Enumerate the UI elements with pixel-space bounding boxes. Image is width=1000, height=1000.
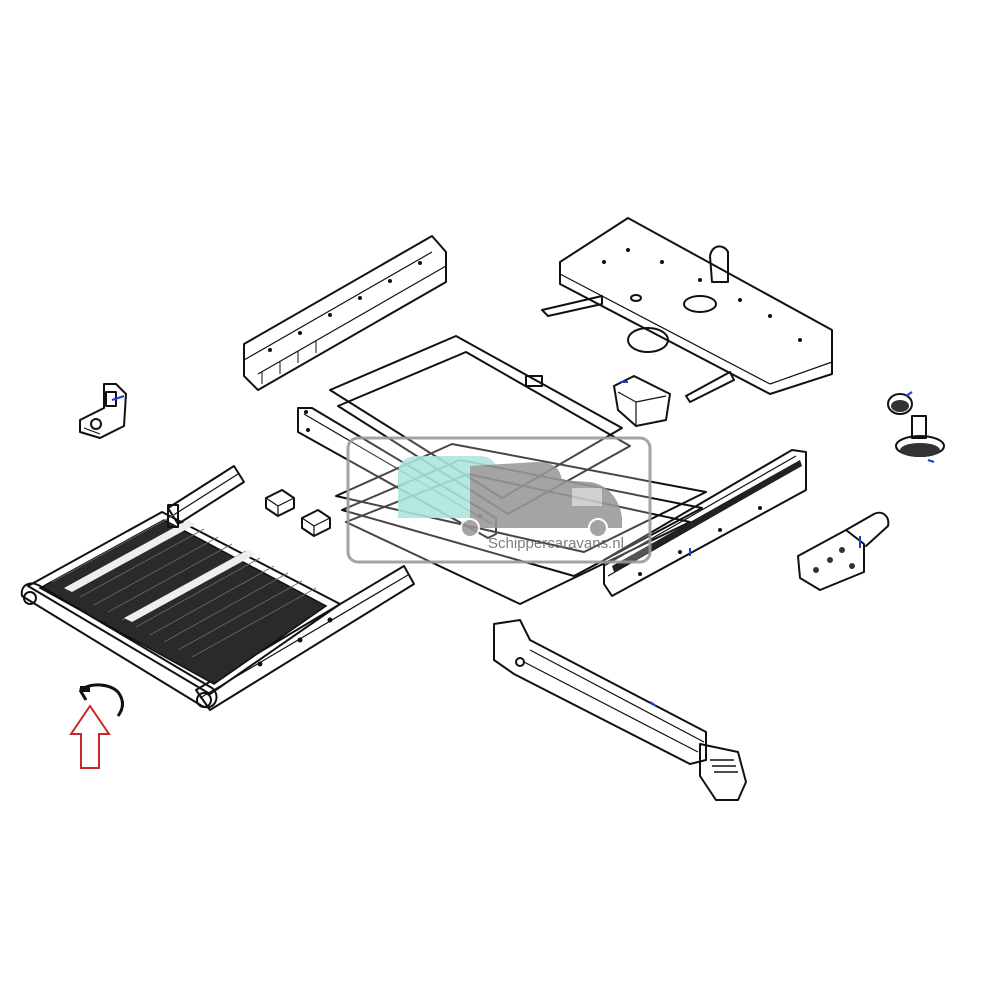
upper-left-rail[interactable]: [243, 235, 447, 391]
large-gear[interactable]: [895, 415, 945, 463]
right-side-rail[interactable]: [603, 449, 807, 597]
watermark: Schippercaravans.nl: [346, 436, 652, 564]
gear-parts[interactable]: [887, 391, 945, 463]
watermark-text: Schippercaravans.nl: [488, 535, 624, 552]
wire-harness-part[interactable]: [78, 683, 124, 717]
clip-parts[interactable]: [265, 489, 331, 537]
arrow-up-icon: [69, 704, 111, 769]
clip-part-2[interactable]: [301, 509, 331, 537]
highlight-arrow: [69, 704, 111, 769]
left-mounting-bracket[interactable]: [79, 383, 127, 439]
clip-part-1[interactable]: [265, 489, 295, 517]
lower-frame-arm[interactable]: [493, 619, 747, 801]
small-gear[interactable]: [887, 391, 913, 415]
junction-box[interactable]: [613, 375, 671, 427]
step-tread-assembly[interactable]: [20, 465, 415, 711]
motorhome-icon: [470, 462, 622, 528]
top-plate-assembly[interactable]: [541, 217, 833, 403]
motor-unit[interactable]: [797, 511, 890, 591]
